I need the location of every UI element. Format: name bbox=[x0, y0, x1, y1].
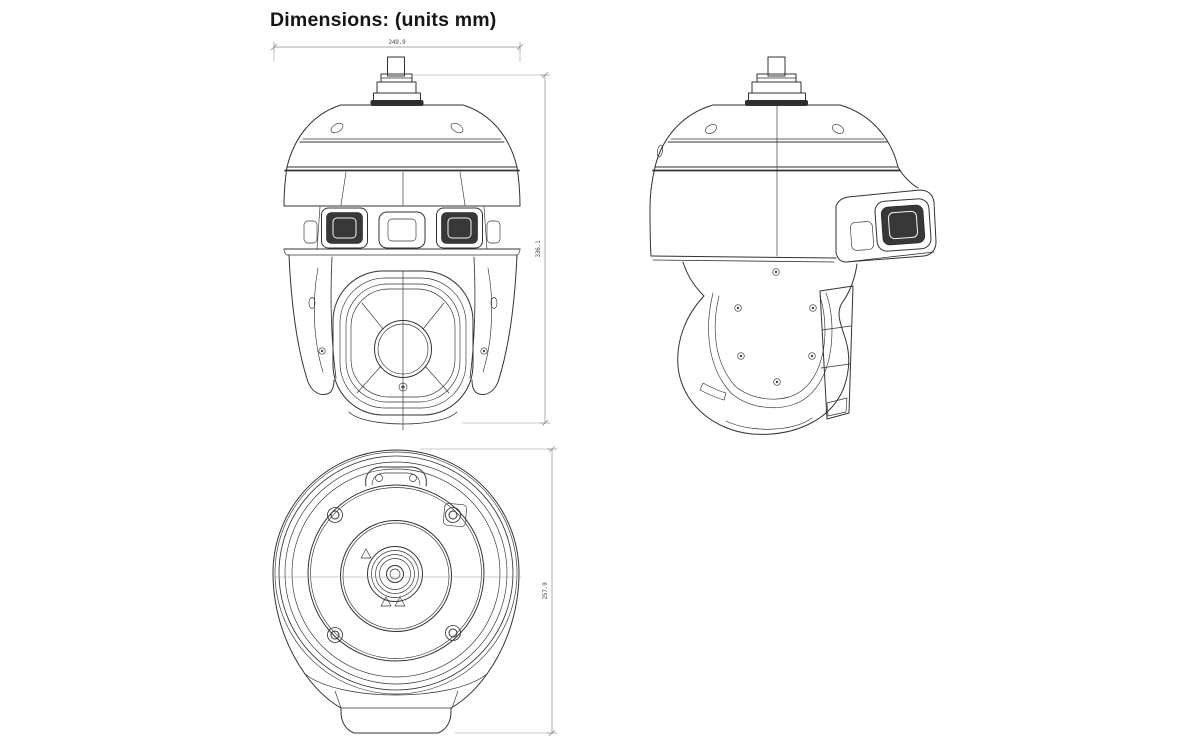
side-ir-module-icon bbox=[835, 189, 937, 263]
side-dome-icon bbox=[649, 104, 919, 257]
side-yoke-screws bbox=[734, 268, 817, 386]
front-mount-stem-icon bbox=[370, 56, 424, 106]
front-yoke-arms bbox=[288, 254, 518, 395]
page-title: Dimensions: (units mm) bbox=[270, 9, 497, 31]
front-view-drawing bbox=[283, 56, 521, 431]
front-center-window-icon bbox=[378, 211, 426, 249]
side-view-drawing bbox=[649, 56, 937, 435]
height-dimension-label: 336.1 bbox=[535, 240, 542, 258]
front-left-ir-window-icon bbox=[326, 212, 363, 244]
front-ptz-module-icon bbox=[332, 270, 474, 431]
bottom-view-drawing bbox=[272, 449, 521, 734]
side-yoke-icon bbox=[650, 251, 935, 435]
front-dome-icon bbox=[283, 104, 521, 207]
bottom-mount-face bbox=[307, 484, 485, 662]
bottom-warning-triangles-icon bbox=[360, 548, 406, 607]
bottom-top-tab-icon bbox=[365, 466, 427, 487]
bottom-screw-holes bbox=[327, 503, 467, 643]
depth-dimension: 257.9 bbox=[420, 445, 557, 736]
depth-dimension-label: 257.9 bbox=[542, 582, 549, 600]
front-right-ir-window-icon bbox=[441, 212, 478, 244]
front-lens-icon bbox=[374, 320, 432, 378]
dimension-annotations: 249.9 336.1 257. bbox=[270, 39, 557, 736]
height-dimension: 336.1 bbox=[413, 71, 550, 427]
front-ir-window-band bbox=[283, 205, 521, 256]
width-dimension: 249.9 bbox=[270, 39, 524, 62]
side-mount-stem-icon bbox=[745, 56, 808, 106]
bottom-hub-icon bbox=[367, 546, 423, 602]
width-dimension-label: 249.9 bbox=[388, 39, 406, 46]
